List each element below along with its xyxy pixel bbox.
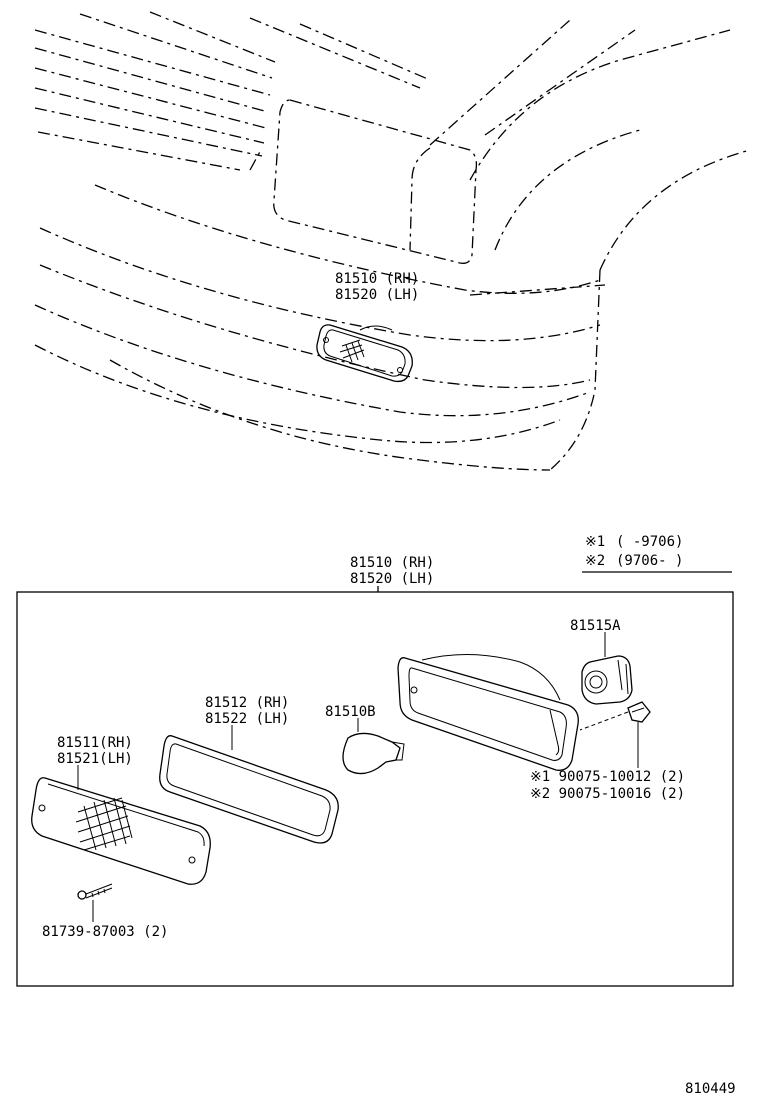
assembly-callout: 81510 (RH) 81520 (LH) — [350, 555, 434, 592]
lens: 81511(RH) 81521(LH) — [31, 735, 211, 885]
clip-label-1: ※1 90075-10012 (2) — [530, 769, 685, 785]
clip: ※1 90075-10012 (2) ※2 90075-10016 (2) — [530, 701, 685, 802]
lamp-housing — [397, 653, 579, 771]
legend: ※1 ( -9706) ※2 (9706- ) — [582, 534, 732, 573]
legend-row2-mark: ※2 — [585, 553, 605, 569]
bulb: 81510B — [325, 704, 405, 775]
gasket-label-rh: 81512 (RH) — [205, 695, 289, 711]
screw: 81739-87003 (2) — [42, 883, 168, 940]
vehicle-outline — [34, 11, 751, 471]
gasket-label-lh: 81522 (LH) — [205, 711, 289, 727]
socket-label: 81515A — [570, 618, 621, 634]
assembly-callout-line1: 81510 (RH) — [350, 555, 434, 571]
figure-number: 810449 — [685, 1081, 736, 1097]
assembly-callout-line2: 81520 (LH) — [350, 571, 434, 587]
bulb-socket: 81515A — [570, 618, 633, 705]
bulb-label: 81510B — [325, 704, 376, 720]
legend-row2-range: (9706- ) — [616, 553, 683, 569]
top-callout-line1: 81510 (RH) — [335, 271, 419, 287]
lens-label-lh: 81521(LH) — [57, 751, 133, 767]
screw-label: 81739-87003 (2) — [42, 924, 168, 940]
legend-row1-range: ( -9706) — [616, 534, 683, 550]
top-callout-line2: 81520 (LH) — [335, 287, 419, 303]
clip-label-2: ※2 90075-10016 (2) — [530, 786, 685, 802]
side-marker-lamp-installed — [316, 324, 413, 383]
lens-label-rh: 81511(RH) — [57, 735, 133, 751]
gasket: 81512 (RH) 81522 (LH) — [159, 695, 339, 844]
top-callout: 81510 (RH) 81520 (LH) — [335, 271, 419, 303]
legend-row1-mark: ※1 — [585, 534, 605, 550]
assembly-frame — [16, 591, 734, 987]
